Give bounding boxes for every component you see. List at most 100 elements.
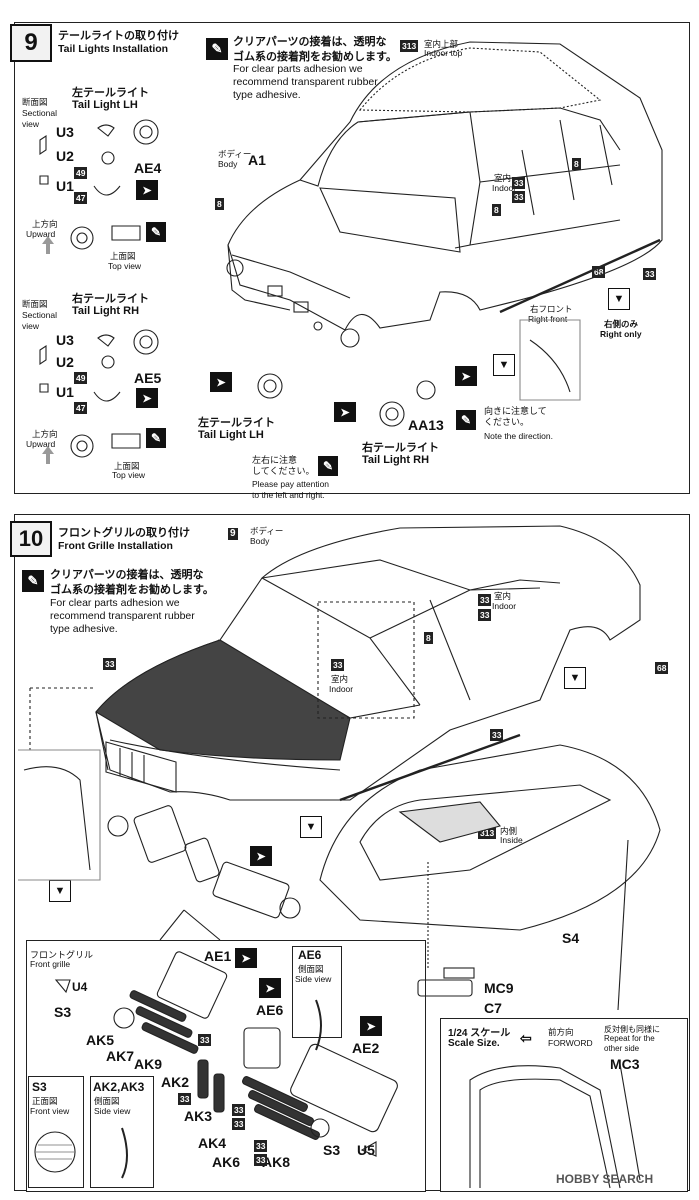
grille-part-ak4: AK4 xyxy=(198,1135,227,1151)
scale-detail-box xyxy=(440,1018,688,1192)
right-front-en: Right front xyxy=(528,314,568,324)
glue-icon: ✎ xyxy=(456,410,476,430)
part-mc3: MC3 xyxy=(610,1056,640,1072)
lh-up-jp: 上方向 xyxy=(32,219,58,229)
lh-part-u2: U2 xyxy=(56,148,74,164)
ae6-en: Side view xyxy=(295,974,332,984)
ak-sideview-box xyxy=(90,1076,154,1188)
num-33-c: 33 xyxy=(643,268,657,280)
rh-title-jp: 右テールライト xyxy=(72,293,149,305)
num-33-indoor-b: 33 xyxy=(478,609,492,621)
num-33-b: 33 xyxy=(512,191,526,203)
grille-part-ae1: AE1 xyxy=(204,948,232,964)
num-33-hood: 33 xyxy=(103,658,117,670)
step10-note-jp: クリアパーツの接着は、透明な ゴム系の接着剤をお勧めします。 xyxy=(50,569,214,596)
tl-lh-en: Tail Light LH xyxy=(198,429,264,441)
num-33-indoor-a: 33 xyxy=(478,594,492,606)
glue-icon: ✎ xyxy=(318,456,338,476)
rh-part-u3: U3 xyxy=(56,332,74,348)
indoor-jp: 室内 xyxy=(494,173,512,183)
part-c7: C7 xyxy=(484,1000,502,1016)
forward-en: FORWORD xyxy=(548,1038,593,1048)
grille-part-ak5: AK5 xyxy=(86,1032,115,1048)
rh-section-jp: 断面図 xyxy=(22,299,48,309)
grille-en: Front grille xyxy=(30,959,71,969)
step9-title-jp: テールライトの取り付け xyxy=(58,30,179,42)
num-33-a: 33 xyxy=(512,177,526,189)
clear-glue-icon: ➤ xyxy=(259,978,281,998)
lh-section-jp: 断面図 xyxy=(22,97,48,107)
num-8-a: 8 xyxy=(215,198,224,210)
ae6-title: AE6 xyxy=(298,948,322,962)
rh-top-en: Top view xyxy=(112,470,146,480)
step10-body-en: Body xyxy=(250,536,270,546)
grille-part-ak2: AK2 xyxy=(161,1074,190,1090)
rh-part-u2: U2 xyxy=(56,354,74,370)
grille-part-ak9: AK9 xyxy=(134,1056,163,1072)
direction-jp: 向きに注意して ください。 xyxy=(484,406,547,427)
adhesive-icon: ✎ xyxy=(22,570,44,592)
lh-part-u1: U1 xyxy=(56,178,74,194)
step9-note-jp: クリアパーツの接着は、透明な ゴム系の接着剤をお勧めします。 xyxy=(233,36,397,63)
clear-glue-icon: ➤ xyxy=(210,372,232,392)
right-only-en: Right only xyxy=(600,329,642,339)
indoor-jp-2: 室内 xyxy=(331,674,349,684)
lh-top-jp: 上面図 xyxy=(110,251,136,261)
grille-part-ae6: AE6 xyxy=(256,1002,284,1018)
lh-section-en: Sectional view xyxy=(22,108,57,129)
num-8-b: 8 xyxy=(572,158,581,170)
glue-down-icon: ▼ xyxy=(300,816,322,838)
lr-note-jp: 左右に注意 してください。 xyxy=(252,455,315,476)
forward-arrow-icon: ⇦ xyxy=(520,1030,532,1046)
ak-en: Side view xyxy=(94,1106,131,1116)
grille-part-s3: S3 xyxy=(54,1004,72,1020)
part-s4: S4 xyxy=(562,930,580,946)
direction-en: Note the direction. xyxy=(484,431,553,441)
grille-num-33-c: 33 xyxy=(232,1104,246,1116)
grille-part-ak6: AK6 xyxy=(212,1154,241,1170)
rh-num-49: 49 xyxy=(74,372,88,384)
scale-en: Scale Size. xyxy=(448,1038,500,1049)
glue-icon: ✎ xyxy=(146,222,166,242)
step10-title-jp: フロントグリルの取り付け xyxy=(58,527,190,539)
num-33-sill: 33 xyxy=(490,729,504,741)
lh-title-jp: 左テールライト xyxy=(72,87,149,99)
rh-part-u1: U1 xyxy=(56,384,74,400)
part-aa13: AA13 xyxy=(408,417,444,433)
indoor-top-en: Indoor top xyxy=(424,48,463,58)
grille-part-ak7: AK7 xyxy=(106,1048,135,1064)
grille-num-33-d: 33 xyxy=(232,1118,246,1130)
tl-lh-jp: 左テールライト xyxy=(198,417,275,429)
grille-part-ak3: AK3 xyxy=(184,1108,213,1124)
repeat-en: Repeat for the other side xyxy=(604,1034,655,1053)
rh-title-en: Tail Light RH xyxy=(72,305,140,317)
adhesive-icon: ✎ xyxy=(206,38,228,60)
part-mc9: MC9 xyxy=(484,980,514,996)
clear-glue-icon: ➤ xyxy=(455,366,477,386)
grille-part-u4: U4 xyxy=(72,980,88,994)
glue-icon: ✎ xyxy=(146,428,166,448)
inside-jp: 内側 xyxy=(500,826,518,836)
rh-num-47: 47 xyxy=(74,402,88,414)
grille-num-33-b: 33 xyxy=(178,1093,192,1105)
indoor-top-num: 313 xyxy=(400,40,419,52)
rh-section-en: Sectional view xyxy=(22,310,57,331)
hobby-search-logo: HOBBY SEARCH xyxy=(556,1172,654,1186)
indoor-en-2: Indoor xyxy=(329,684,354,694)
right-only-jp: 右側のみ xyxy=(604,319,639,329)
scale-jp: 1/24 スケール xyxy=(448,1028,511,1039)
grille-jp: フロントグリル xyxy=(30,950,94,960)
lr-note-en: Please pay attention to the left and rig… xyxy=(252,479,330,500)
indoor-en: Indoor xyxy=(492,183,517,193)
num-8-pillar: 8 xyxy=(424,632,433,644)
forward-jp: 前方向 xyxy=(548,1027,574,1037)
rh-up-jp: 上方向 xyxy=(32,429,58,439)
clear-glue-icon: ➤ xyxy=(235,948,257,968)
clear-glue-icon: ➤ xyxy=(250,846,272,866)
indoor-top-jp: 室内上部 xyxy=(424,39,459,49)
ak-jp: 側面図 xyxy=(94,1096,120,1106)
glue-down-icon: ▼ xyxy=(564,667,586,689)
body-label-en: Body xyxy=(218,159,238,169)
grille-part-ae2: AE2 xyxy=(352,1040,380,1056)
